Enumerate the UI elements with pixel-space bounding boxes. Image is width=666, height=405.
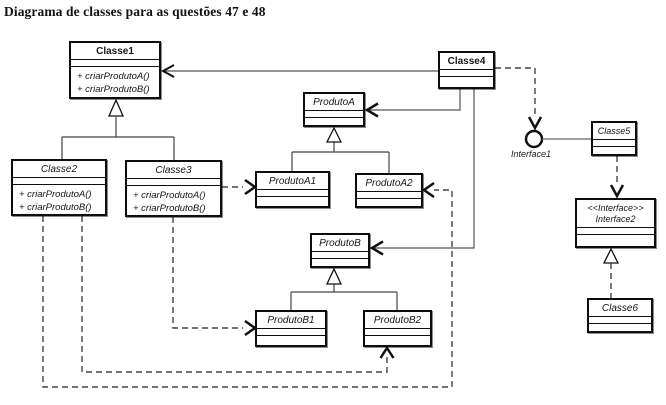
generalization-produtoB1-B2-to-produtoB (290, 267, 398, 310)
class-name: Classe1 (71, 43, 159, 60)
class-box-classe2: Classe2 + criarProdutoA() + criarProduto… (11, 159, 107, 216)
stereotype-label: <<Interface>> (587, 203, 644, 213)
class-name: Classe5 (593, 123, 635, 140)
methods-compartment (357, 199, 421, 206)
attributes-compartment (71, 60, 159, 67)
class-name: ProdutoA (305, 94, 363, 111)
attributes-compartment (257, 329, 325, 336)
attributes-compartment (257, 190, 328, 197)
class-box-produtoA2: ProdutoA2 (355, 173, 423, 208)
method-label: + criarProdutoA() (77, 71, 150, 82)
attributes-compartment (127, 179, 220, 186)
class-box-classe3: Classe3 + criarProdutoA() + criarProduto… (125, 160, 222, 217)
class-box-produtoB1: ProdutoB1 (255, 310, 327, 347)
methods-compartment (593, 147, 635, 154)
interface1-label: Interface1 (510, 149, 552, 159)
attributes-compartment (312, 252, 368, 259)
dependency-classe3-to-produtoA1 (222, 178, 258, 196)
interface-name: Interface2 (595, 214, 636, 224)
association-classe4-to-produtoB (369, 89, 475, 256)
class-name: ProdutoB2 (365, 312, 430, 329)
class-name: Classe4 (440, 53, 493, 70)
class-name: Classe3 (127, 162, 220, 179)
class-box-produtoB2: ProdutoB2 (363, 310, 432, 347)
dependency-classe4-to-interface1 (495, 67, 591, 149)
class-name: Classe6 (589, 300, 651, 317)
attributes-compartment (13, 178, 105, 185)
methods-compartment (305, 118, 363, 125)
class-name: ProdutoB (312, 235, 368, 252)
generalization-classe2-classe3-to-classe1 (61, 98, 175, 160)
class-name: ProdutoA2 (357, 175, 421, 192)
methods-compartment: + criarProdutoA() + criarProdutoB() (127, 186, 220, 215)
generalization-produtoA1-A2-to-produtoA (291, 126, 390, 173)
interface-title: <<Interface>> Interface2 (577, 200, 654, 228)
class-name: ProdutoA1 (257, 173, 328, 190)
method-label: + criarProdutoB() (19, 202, 92, 213)
dependency-classe2-to-produtoA2 (42, 181, 453, 388)
methods-compartment (257, 336, 325, 345)
page-title: Diagrama de classes para as questões 47 … (4, 4, 266, 19)
method-label: + criarProdutoB() (133, 203, 206, 214)
class-box-produtoA: ProdutoA (303, 92, 365, 127)
methods-compartment (440, 77, 493, 87)
realization-classe6-to-interface2 (602, 247, 620, 298)
attributes-compartment (440, 70, 493, 77)
attributes-compartment (365, 329, 430, 336)
methods-compartment (577, 235, 654, 246)
methods-compartment (365, 336, 430, 345)
method-label: + criarProdutoA() (133, 190, 206, 201)
method-label: + criarProdutoA() (19, 189, 92, 200)
methods-compartment: + criarProdutoA() + criarProdutoB() (13, 185, 105, 214)
class-box-produtoA1: ProdutoA1 (255, 171, 330, 208)
class-box-classe6: Classe6 (587, 298, 653, 333)
dependency-classe2-to-produtoB2 (81, 216, 395, 373)
methods-compartment (589, 324, 651, 331)
class-box-classe1: Classe1 + criarProdutoA() + criarProduto… (69, 41, 161, 99)
class-box-classe4: Classe4 (438, 51, 495, 89)
methods-compartment (312, 259, 368, 266)
dependency-classe3-to-produtoB1 (172, 217, 258, 337)
class-name: ProdutoB1 (257, 312, 325, 329)
class-box-produtoB: ProdutoB (310, 233, 370, 268)
attributes-compartment (593, 140, 635, 147)
class-box-classe5: Classe5 (591, 121, 637, 156)
attributes-compartment (589, 317, 651, 324)
interface1-lollipop-icon (524, 129, 544, 149)
association-classe4-to-produtoA (364, 89, 461, 118)
attributes-compartment (577, 228, 654, 235)
class-name: Classe2 (13, 161, 105, 178)
attributes-compartment (357, 192, 421, 199)
methods-compartment (257, 197, 328, 206)
association-classe4-to-classe1 (160, 64, 438, 78)
methods-compartment: + criarProdutoA() + criarProdutoB() (71, 67, 159, 97)
dependency-classe5-to-interface2 (609, 156, 625, 199)
attributes-compartment (305, 111, 363, 118)
interface-box-interface2: <<Interface>> Interface2 (575, 198, 656, 248)
method-label: + criarProdutoB() (77, 84, 150, 95)
